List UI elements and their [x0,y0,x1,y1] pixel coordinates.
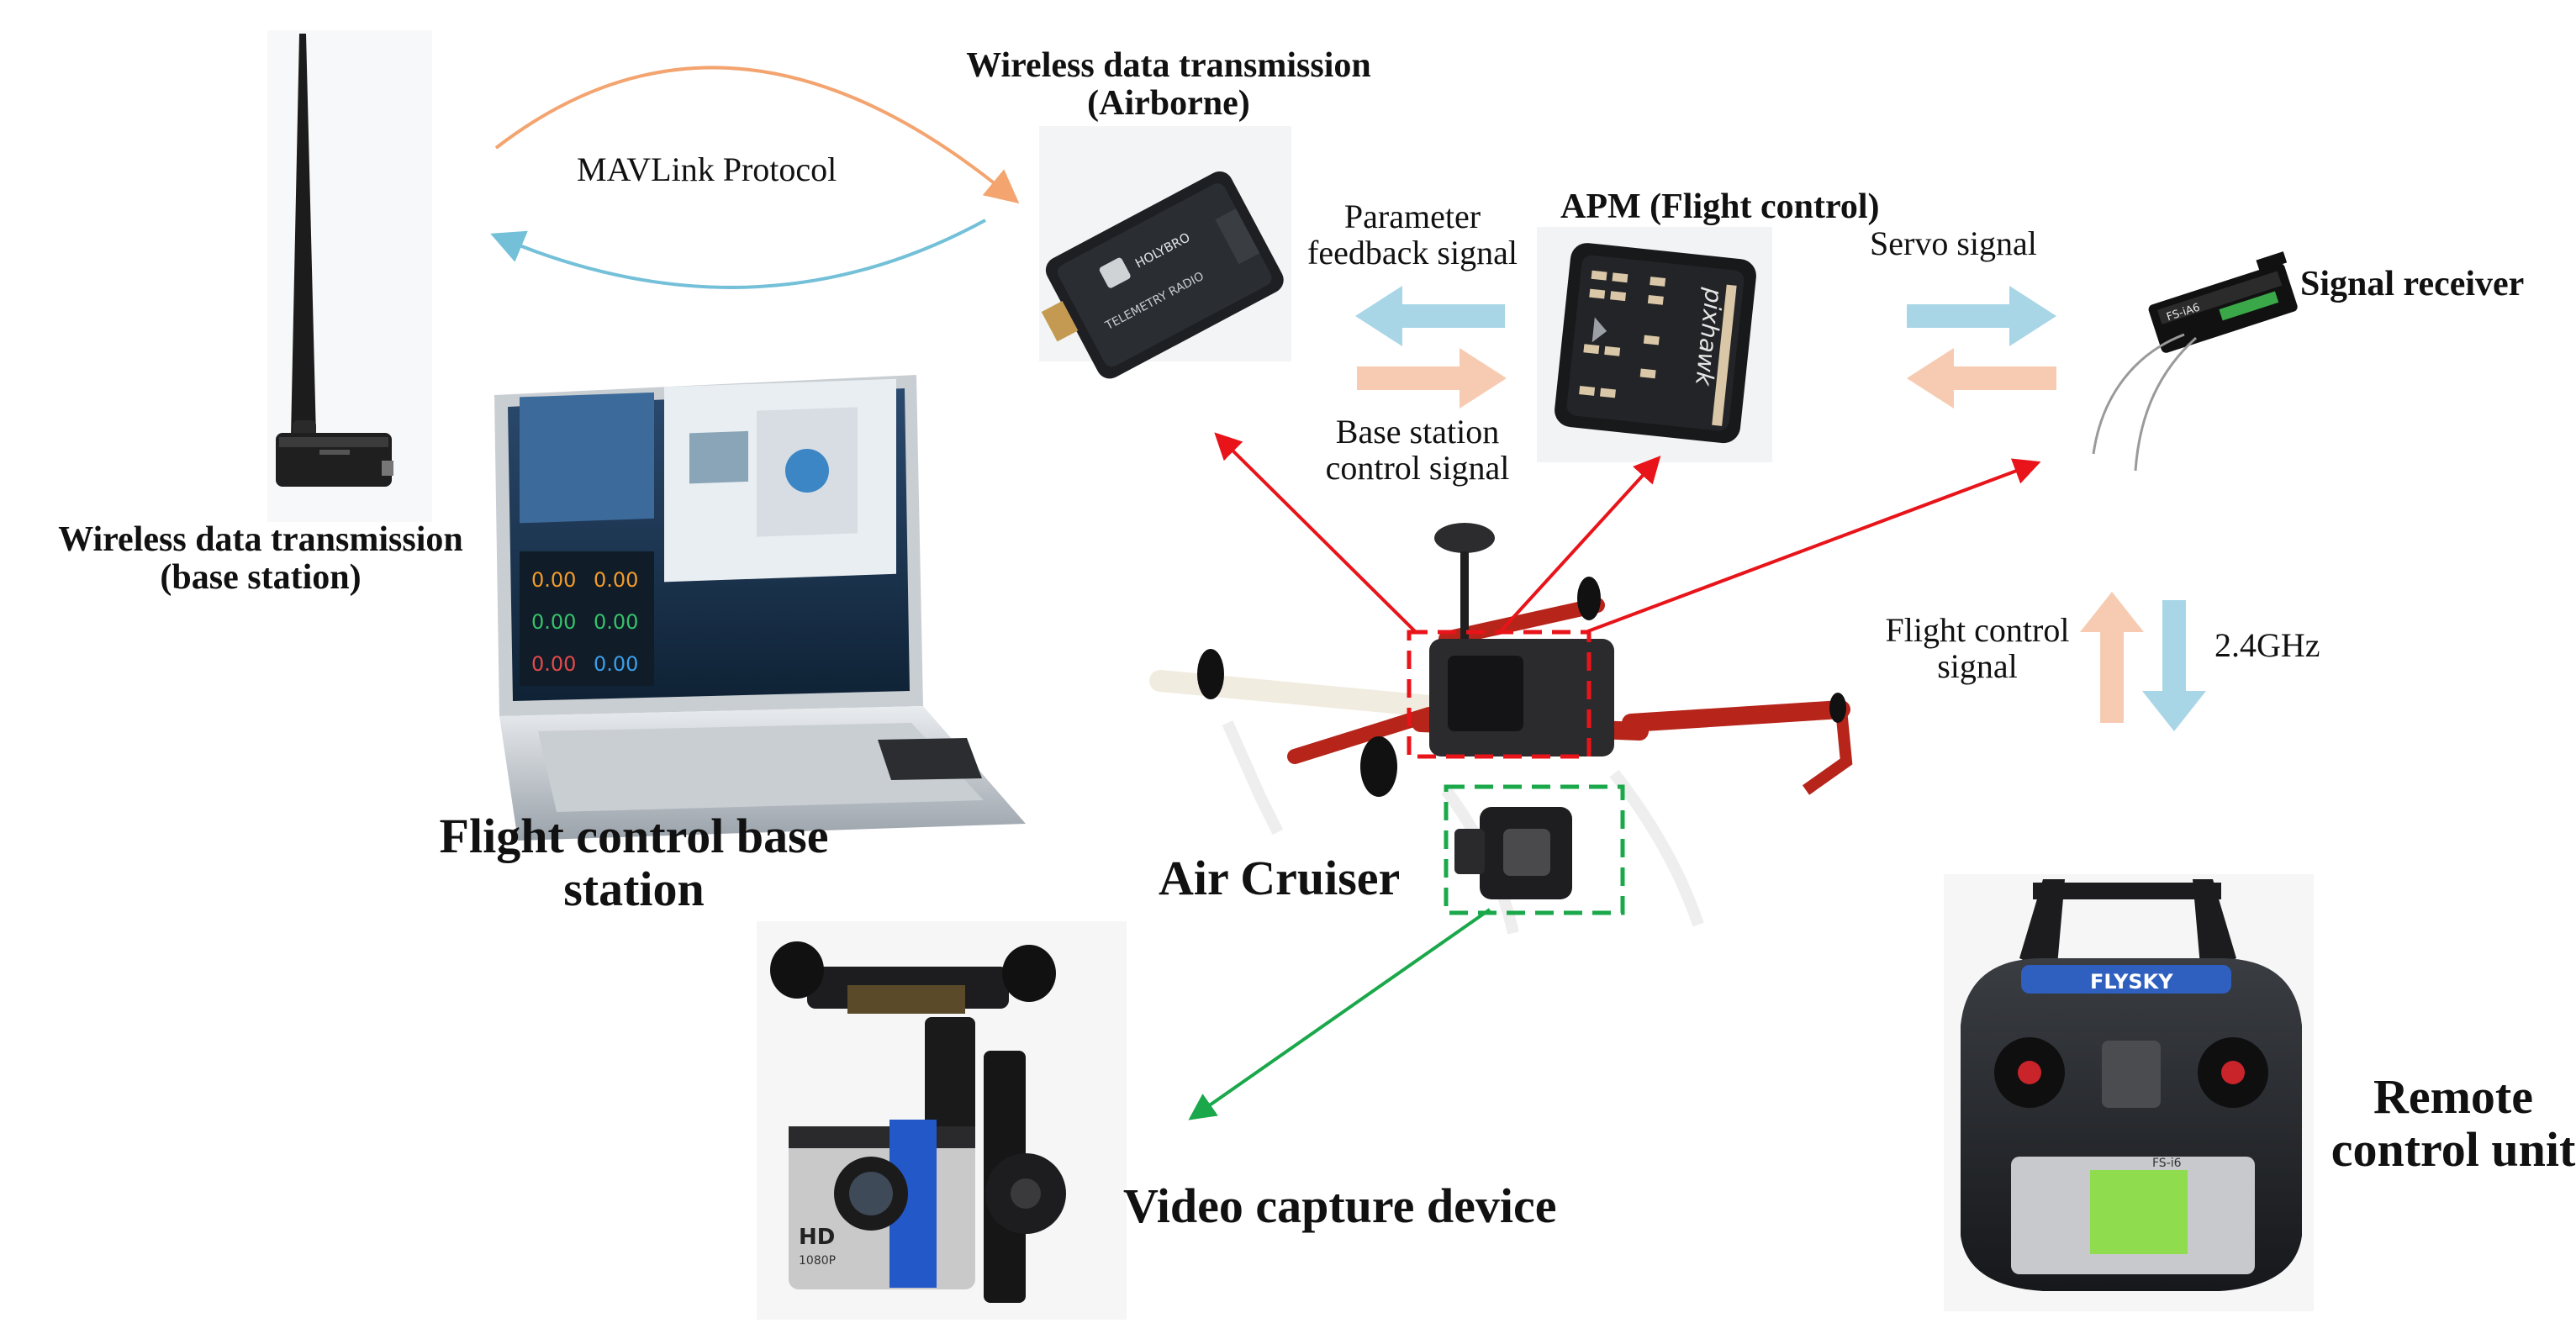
base-station-control-line2: control signal [1325,449,1510,488]
telemetry-radio-icon: HOLYBRO TELEMETRY RADIO [1039,126,1291,379]
remote-title: Remote control unit [2331,1069,2576,1177]
laptop-screen-value-5: 0.00 [531,652,576,676]
base-station-control-arrow [1357,348,1507,409]
laptop-title-line2: station [563,861,705,916]
flight-control-up-arrow [2080,592,2144,723]
camera-hd-text: HD [799,1225,835,1250]
link-to-airborne-radio [1214,432,1417,634]
laptop-screen-value-6: 0.00 [594,652,638,676]
remote-title-line2: control unit [2331,1121,2576,1177]
remote-brand-text: FLYSKY [2090,970,2173,994]
flight-controller-icon: pixhawk [1537,227,1772,462]
servo-signal-label: Servo signal [1870,224,2037,262]
servo-signal-arrow [1907,286,2056,346]
flight-control-signal-line2: signal [1937,647,2018,686]
link-to-video-capture [1188,908,1491,1120]
laptop-icon: 0.00 0.00 0.00 0.00 0.00 0.00 [494,375,1026,841]
parameter-feedback-label: Parameter feedback signal [1307,198,1518,271]
link-to-apm [1498,456,1661,634]
camera-highlight-box [1444,784,1625,915]
drone-title: Air Cruiser [1159,851,1401,905]
laptop-screen-value-3: 0.00 [531,610,576,634]
remote-title-line1: Remote [2373,1069,2534,1124]
camera-title: Video capture device [1123,1178,1557,1233]
rc-receiver-icon: FS-iA6 [2043,251,2298,488]
mavlink-label: MAVLink Protocol [577,150,837,188]
airborne-radio-title-line1: Wireless data transmission [966,46,1371,85]
gimbal-camera-icon: HD 1080P [757,921,1127,1320]
receiver-title: Signal receiver [2300,265,2525,303]
apm-highlight-box [1407,630,1592,759]
remote-model-text: FS-i6 [2152,1157,2182,1170]
mavlink-downlink-arrow [490,219,986,289]
base-station-control-label: Base station control signal [1325,413,1510,488]
flight-control-signal-label: Flight control signal [1885,611,2070,686]
frequency-down-arrow [2142,600,2206,731]
mavlink-uplink-arrow [494,66,1020,204]
base-radio-title: Wireless data transmission (base station… [58,520,463,598]
quadcopter-icon [1149,523,1853,935]
base-radio-title-line1: Wireless data transmission [58,520,463,559]
apm-title: APM (Flight control) [1560,187,1880,226]
camera-resolution-text: 1080P [799,1254,836,1268]
airborne-radio-title-line2: (Airborne) [1087,84,1250,124]
airborne-radio-title: Wireless data transmission (Airborne) [966,46,1371,124]
base-station-control-line1: Base station [1335,413,1500,451]
rc-transmitter-icon: FLYSKY FS-i6 [1944,874,2314,1311]
laptop-title-line1: Flight control base [439,809,829,863]
laptop-screen-value-1: 0.00 [531,568,576,592]
antenna-radio-icon [267,30,432,522]
base-radio-title-line2: (base station) [160,558,362,598]
link-to-receiver [1585,458,2041,634]
receiver-feedback-arrow [1907,348,2056,409]
laptop-screen-value-2: 0.00 [594,568,638,592]
parameter-feedback-line2: feedback signal [1307,234,1518,272]
parameter-feedback-arrow [1355,286,1505,346]
parameter-feedback-line1: Parameter [1343,198,1481,235]
laptop-title: Flight control base station [439,809,829,916]
frequency-label: 2.4GHz [2214,626,2320,664]
laptop-screen-value-4: 0.00 [594,610,638,634]
flight-control-signal-line1: Flight control [1885,611,2070,649]
